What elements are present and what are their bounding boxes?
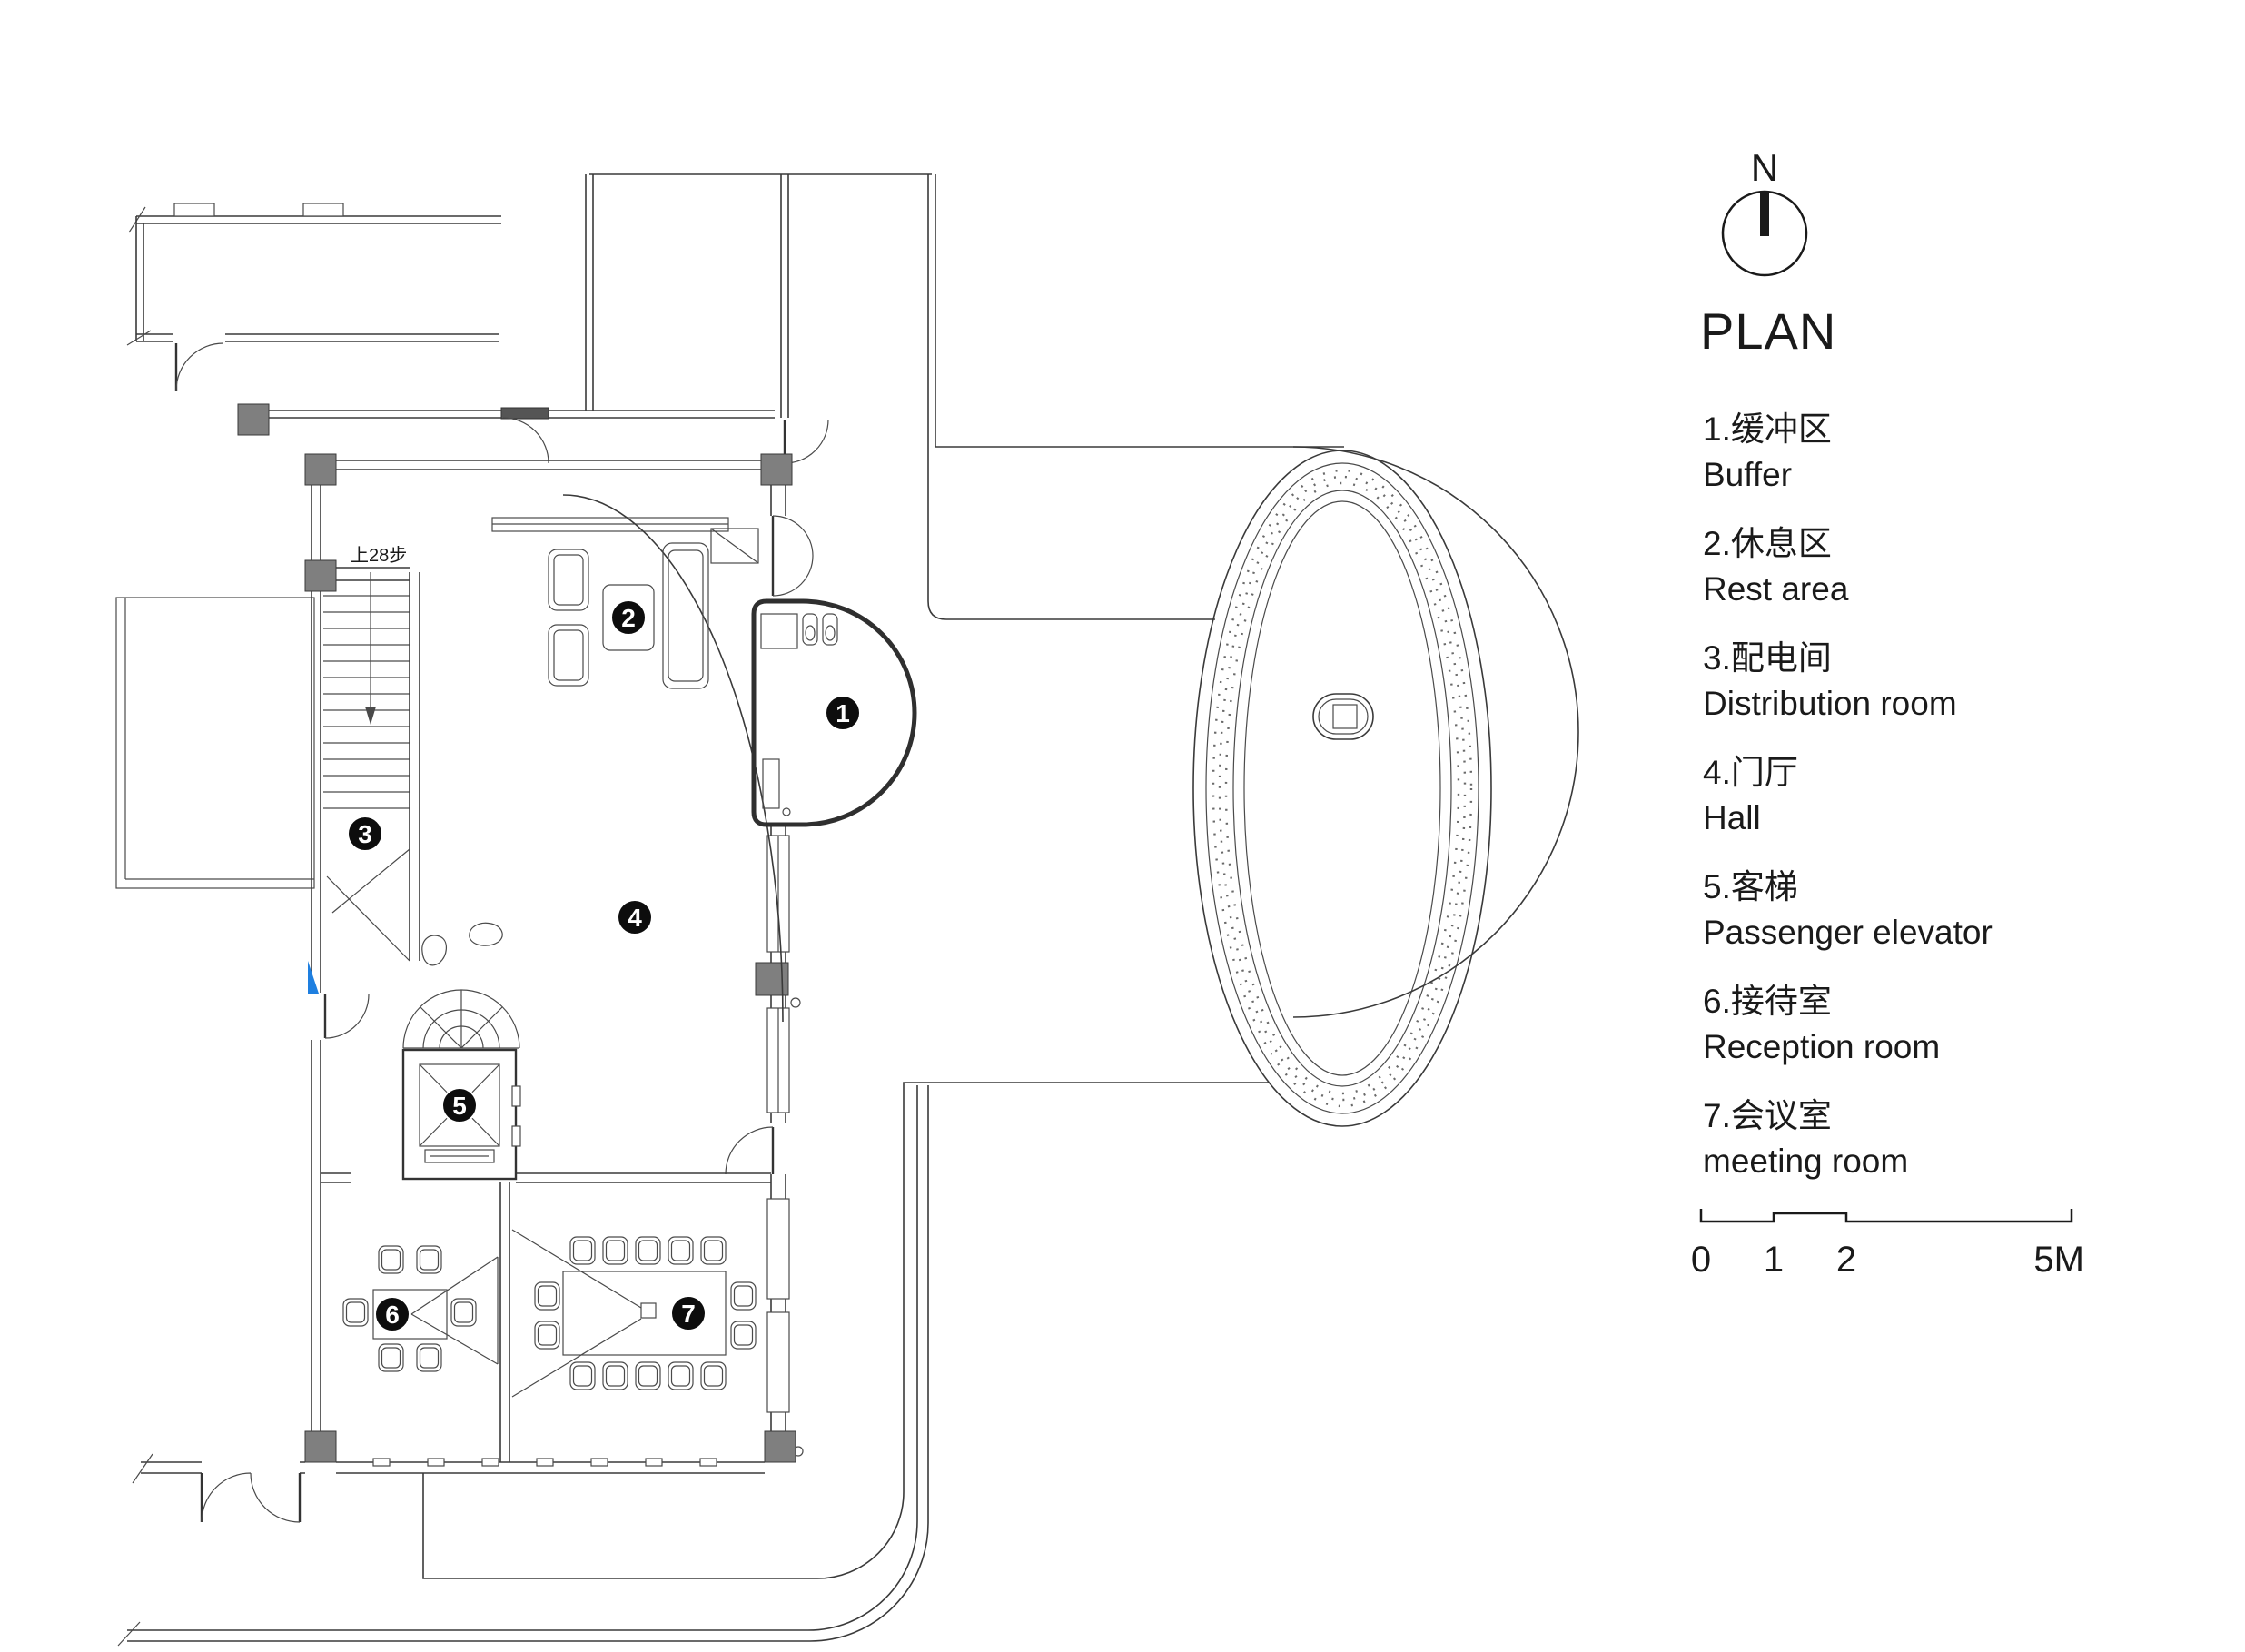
- meeting-room-furniture: [511, 1229, 757, 1398]
- accent-triangle: [308, 961, 319, 994]
- rest-area-furniture: [548, 542, 709, 689]
- legend-zh: 4.门厅: [1703, 754, 1798, 791]
- north-label: N: [1751, 146, 1778, 189]
- entrance-vestibule: [751, 598, 917, 827]
- north-arrow: N: [1721, 146, 1808, 277]
- legend-en: Distribution room: [1703, 685, 1957, 722]
- room-marker-2: 2: [610, 599, 647, 636]
- elevator: [401, 989, 521, 1181]
- svg-text:4: 4: [628, 904, 642, 932]
- upper-walls: [237, 173, 1344, 620]
- legend: 1.缓冲区 Buffer 2.休息区 Rest area 3.配电间 Distr…: [1703, 407, 1993, 1208]
- room-markers: 1 2 3 4 5 6 7: [347, 599, 861, 1332]
- room-marker-7: 7: [670, 1295, 707, 1331]
- legend-en: Reception room: [1703, 1028, 1941, 1065]
- legend-item-passenger-elevator: 5.客梯 Passenger elevator: [1703, 865, 1993, 955]
- legend-zh: 7.会议室: [1703, 1097, 1832, 1134]
- scale-tick-5m: 5M: [2033, 1240, 2084, 1280]
- oval-track: [1192, 446, 1579, 1127]
- legend-item-reception-room: 6.接待室 Reception room: [1703, 979, 1993, 1070]
- room-marker-4: 4: [617, 899, 653, 935]
- svg-text:1: 1: [836, 699, 850, 727]
- legend-item-rest-area: 2.休息区 Rest area: [1703, 521, 1993, 612]
- room-marker-5: 5: [441, 1087, 478, 1123]
- room-marker-6: 6: [374, 1296, 410, 1332]
- building-walls: [132, 453, 814, 1523]
- site-walls: [115, 203, 501, 889]
- legend-en: Rest area: [1703, 570, 1849, 608]
- legend-item-hall: 4.门厅 Hall: [1703, 750, 1993, 841]
- room-marker-1: 1: [825, 695, 861, 731]
- compass-icon: [1721, 190, 1808, 277]
- legend-en: Buffer: [1703, 456, 1793, 493]
- scale-bar: 0 1 2 5M: [1691, 1209, 2084, 1280]
- legend-zh: 3.配电间: [1703, 639, 1832, 677]
- scale-tick-1: 1: [1764, 1240, 1784, 1280]
- svg-text:7: 7: [681, 1300, 696, 1328]
- legend-item-distribution-room: 3.配电间 Distribution room: [1703, 636, 1993, 727]
- svg-text:2: 2: [621, 604, 636, 632]
- svg-text:5: 5: [452, 1092, 467, 1120]
- legend-zh: 2.休息区: [1703, 525, 1832, 562]
- svg-text:6: 6: [385, 1301, 400, 1329]
- scale-tick-2: 2: [1836, 1240, 1856, 1280]
- page-title: PLAN: [1700, 302, 1837, 360]
- stairs: 上28步: [323, 494, 784, 1023]
- legend-en: meeting room: [1703, 1143, 1909, 1180]
- legend-en: Passenger elevator: [1703, 914, 1993, 951]
- reception-room-furniture: [342, 1245, 499, 1372]
- legend-en: Hall: [1703, 799, 1761, 836]
- stair-annotation: 上28步: [351, 545, 407, 566]
- legend-item-meeting-room: 7.会议室 meeting room: [1703, 1093, 1993, 1184]
- large-circle-arc: [1292, 446, 1579, 1018]
- svg-text:3: 3: [358, 820, 372, 848]
- legend-item-buffer: 1.缓冲区 Buffer: [1703, 407, 1993, 498]
- scale-tick-0: 0: [1691, 1240, 1711, 1280]
- site-path: [117, 1082, 1269, 1647]
- room-marker-3: 3: [347, 816, 383, 852]
- legend-zh: 5.客梯: [1703, 868, 1798, 905]
- legend-zh: 1.缓冲区: [1703, 411, 1832, 448]
- legend-zh: 6.接待室: [1703, 983, 1832, 1020]
